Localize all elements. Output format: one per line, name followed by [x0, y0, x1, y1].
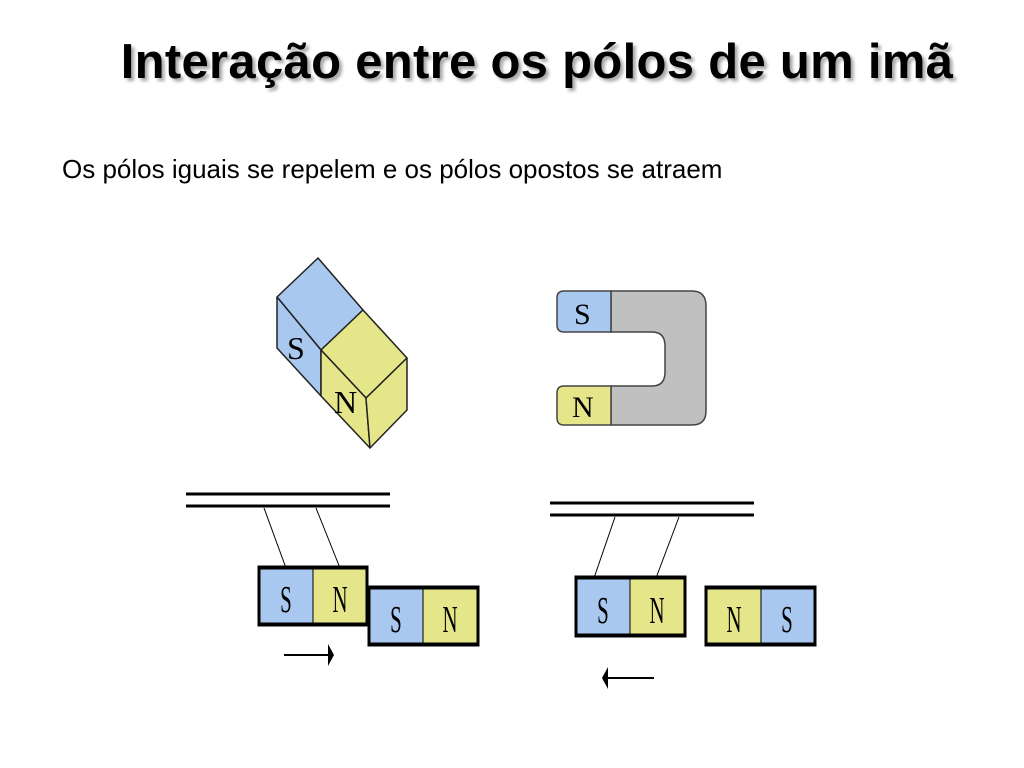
bar-magnet-side-north	[365, 357, 408, 449]
pole-south	[576, 578, 631, 635]
bar-magnet-label-n: N	[334, 384, 357, 420]
pole-label-s: S	[390, 599, 402, 641]
horseshoe-label-s: S	[574, 298, 591, 331]
horseshoe-label-n: N	[572, 391, 594, 424]
slide-title: Interação entre os pólos de um imã	[120, 35, 954, 89]
pole-label-n: N	[332, 579, 347, 621]
pole-label-s: S	[597, 590, 609, 632]
pole-south	[259, 568, 314, 624]
string-left	[593, 516, 616, 579]
right-arrow	[284, 644, 334, 666]
left-arrow	[602, 667, 654, 689]
bar-magnet-3d: S N	[276, 257, 408, 449]
horseshoe-pole-s	[556, 290, 612, 333]
pole-label-s: S	[781, 599, 793, 641]
repulsion-setup: S N N S	[550, 501, 817, 689]
string-left	[263, 507, 287, 569]
string-right	[655, 516, 680, 579]
pole-north	[706, 588, 762, 644]
horseshoe-pole-n	[556, 385, 612, 426]
horseshoe-body	[610, 290, 707, 426]
pole-label-n: N	[726, 599, 741, 641]
slide-subtitle: Os pólos iguais se repelem e os pólos op…	[62, 154, 723, 184]
pole-label-s: S	[280, 579, 292, 621]
hanging-magnet: S N	[574, 575, 687, 638]
pole-label-n: N	[442, 599, 457, 641]
horseshoe-magnet: S N	[556, 290, 707, 426]
hanging-magnet: S N	[257, 565, 369, 627]
pole-north	[312, 568, 367, 624]
bar-magnet-label-s: S	[287, 330, 305, 366]
pole-north	[422, 588, 478, 644]
pole-south	[369, 588, 424, 644]
pole-north	[629, 578, 685, 635]
other-magnet: S N	[367, 585, 480, 647]
string-right	[315, 507, 341, 569]
pole-south	[760, 588, 815, 644]
other-magnet: N S	[704, 585, 817, 647]
pole-label-n: N	[649, 590, 664, 632]
attraction-setup: S N S N	[186, 492, 480, 666]
